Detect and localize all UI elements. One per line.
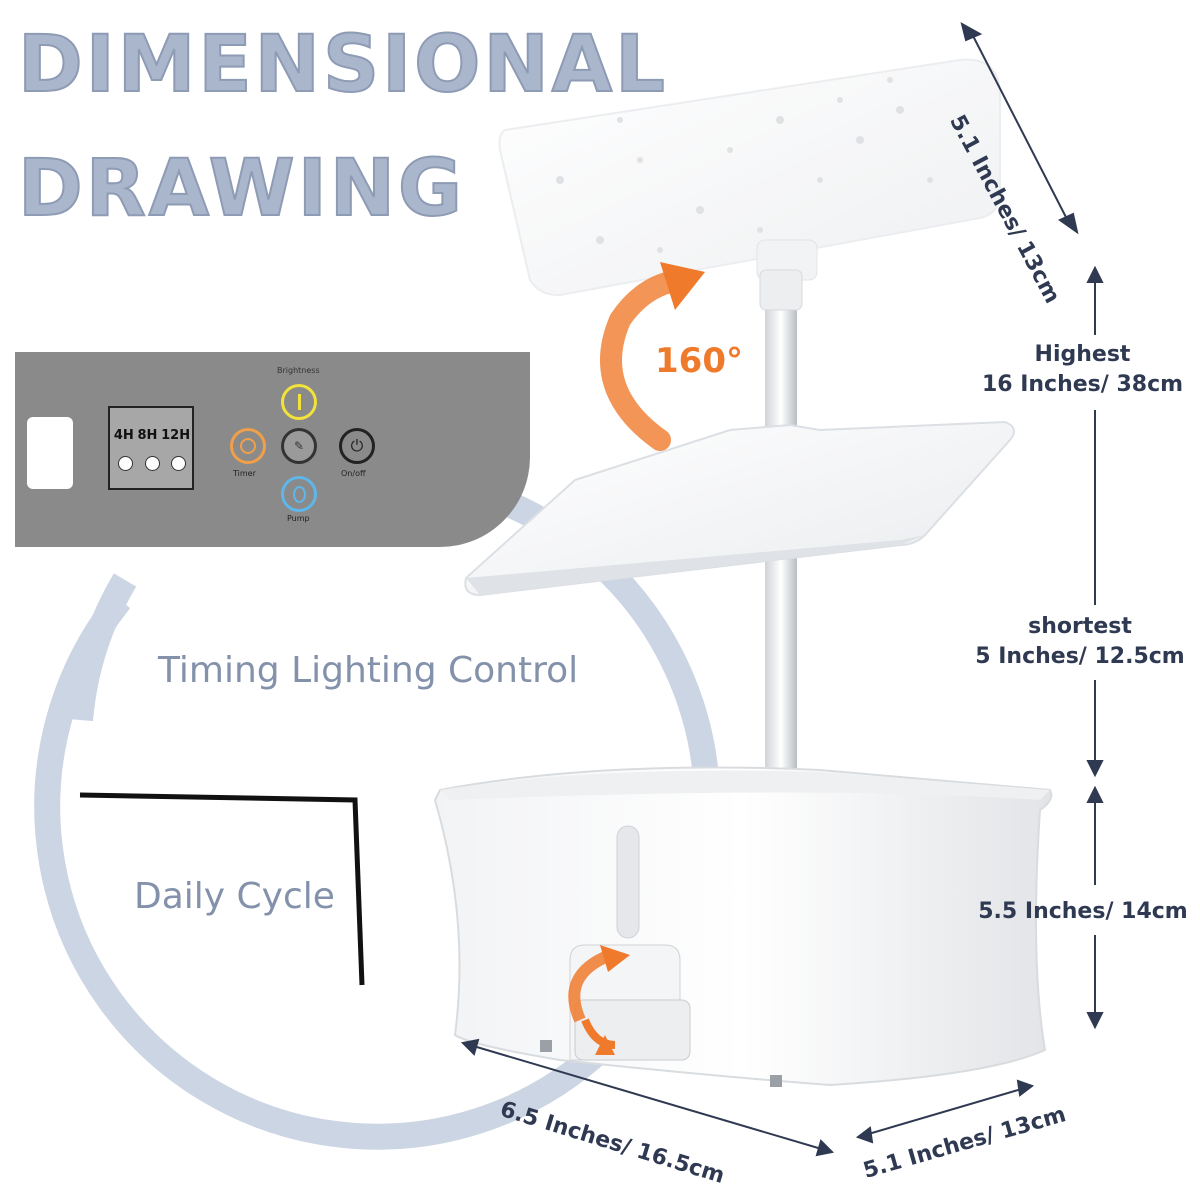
highest-title: Highest [1034, 342, 1131, 367]
timer-label: Timer [233, 469, 256, 478]
timer-button[interactable] [230, 428, 266, 464]
control-panel: 4H 8H 12H Brightness Timer ✎ ⏻ On/off Pu… [15, 352, 530, 547]
timer-led-4h [118, 456, 133, 471]
timer-led-12h [171, 456, 186, 471]
timer-display: 4H 8H 12H [108, 406, 194, 490]
mode-button[interactable]: ✎ [281, 428, 317, 464]
timer-option-8h: 8H [137, 428, 158, 443]
brightness-icon [297, 394, 301, 410]
pump-icon [292, 485, 306, 503]
highest-label: Highest 16 Inches/ 38cm [975, 340, 1190, 399]
highest-value: 16 Inches/ 38cm [981, 371, 1184, 397]
timer-option-4h: 4H [113, 428, 134, 443]
title-line-1: DIMENSIONAL [17, 20, 668, 110]
shortest-title: shortest [1028, 614, 1132, 639]
pump-label: Pump [287, 514, 310, 523]
brightness-button[interactable] [281, 384, 317, 420]
brightness-label: Brightness [277, 366, 320, 375]
shortest-label: shortest 5 Inches/ 12.5cm [970, 612, 1190, 671]
timing-lighting-label: Timing Lighting Control [158, 650, 579, 691]
timer-led-8h [144, 456, 160, 471]
pump-rotate-arrow [568, 945, 630, 1055]
onoff-label: On/off [341, 469, 366, 478]
dimension-arrows [460, 22, 1104, 1157]
mode-icon: ✎ [293, 439, 305, 453]
timer-icon [240, 438, 256, 454]
daily-cycle-line [79, 792, 365, 986]
pump-button[interactable] [281, 476, 317, 512]
daily-cycle-label: Daily Cycle [134, 876, 335, 917]
rotation-label: 160° [655, 341, 743, 381]
panel-window [27, 417, 73, 489]
onoff-button[interactable]: ⏻ [339, 428, 375, 464]
lamp-upper [498, 58, 1001, 297]
shortest-value: 5 Inches/ 12.5cm [975, 643, 1185, 669]
title-line-2: DRAWING [17, 144, 466, 234]
power-icon: ⏻ [350, 436, 364, 455]
base-height-label: 5.5 Inches/ 14cm [978, 899, 1188, 924]
planter-base [433, 766, 1053, 1087]
timer-option-12h: 12H [161, 428, 191, 443]
rotation-arrow [600, 262, 705, 451]
lamp-lower [464, 420, 1015, 597]
